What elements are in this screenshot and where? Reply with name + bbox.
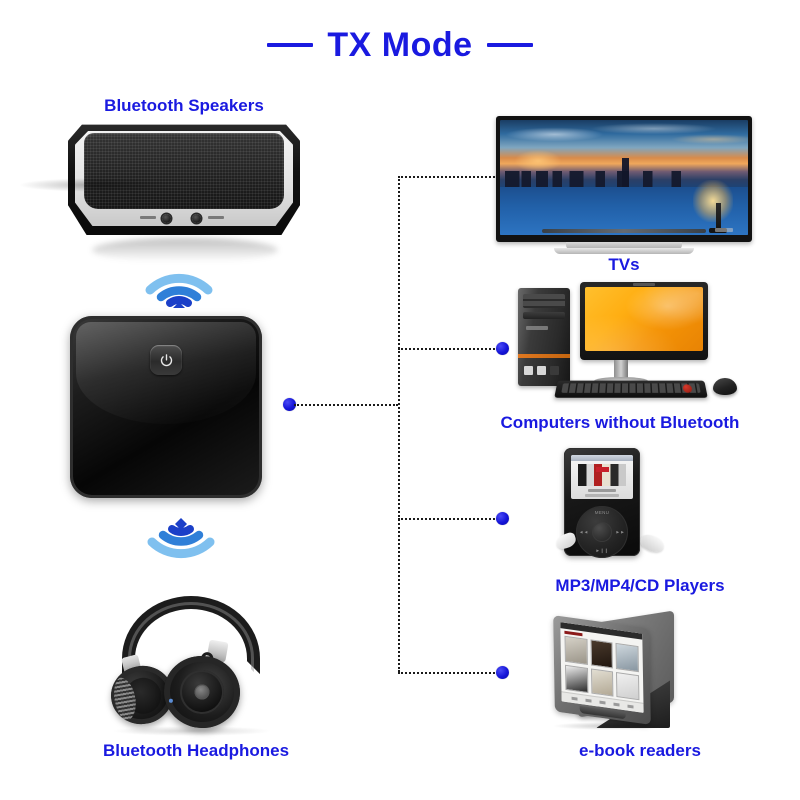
tv-screen-lamp-glow <box>693 179 734 222</box>
computer-tower-accent-stripe <box>518 354 570 358</box>
mp3-player-click-wheel[interactable]: MENU ◄◄ ►► ►❙❙ <box>576 506 628 558</box>
mp3-player-album-art <box>578 464 626 486</box>
tv-screen-watermark <box>715 228 734 232</box>
mp3-player-track-line-2 <box>584 494 620 497</box>
transmitter-device-image <box>70 316 262 498</box>
ebook-cover-5 <box>590 667 614 697</box>
tv-image <box>496 116 752 256</box>
ebook-cover-6 <box>616 671 640 701</box>
tv-stand-foot <box>554 248 694 254</box>
mp3-player-screen <box>571 455 633 499</box>
bluetooth-headphones-image <box>96 594 296 736</box>
computer-tower-drive-bays <box>523 294 565 308</box>
computer-tower-optical-drive <box>523 312 565 319</box>
tv-speaker-bar <box>542 229 706 233</box>
mp3-player-track-line-1 <box>588 489 616 492</box>
computer-tower <box>518 288 570 386</box>
transmitter-shadow <box>18 178 174 192</box>
power-button-icon[interactable] <box>150 345 182 376</box>
speaker-port-dc <box>192 214 201 223</box>
tv-screen <box>500 120 748 235</box>
desktop-computer-image <box>500 282 742 400</box>
connector-node-ebook <box>496 666 509 679</box>
connector-trunk-vertical <box>398 176 400 672</box>
connector-node-computers <box>496 342 509 355</box>
tv-screen-tower <box>621 157 629 187</box>
ebook-screen-book-grid <box>564 635 640 701</box>
mp3-player-album-title-band <box>595 467 610 472</box>
mp3-player-body: MENU ◄◄ ►► ►❙❙ <box>564 448 640 558</box>
computer-keyboard-accent <box>682 384 693 393</box>
computer-tower-logo <box>526 326 548 330</box>
computer-monitor-screen <box>585 287 703 351</box>
tv-screen-sunset <box>514 149 561 172</box>
ebook-cover-1 <box>564 635 588 665</box>
label-mp3-players: MP3/MP4/CD Players <box>555 576 725 595</box>
headphone-shadow <box>112 726 272 736</box>
computer-monitor-neck <box>614 360 628 380</box>
mp3-player-image: MENU ◄◄ ►► ►❙❙ <box>554 448 666 560</box>
mp3-wheel-next-label: ►► <box>615 529 625 535</box>
page-title: TX Mode <box>0 28 800 62</box>
transmitter-output-node <box>283 398 296 411</box>
computer-keyboard-keys <box>561 383 701 393</box>
tv-bezel <box>496 116 752 242</box>
speaker-port-label-left <box>140 216 156 219</box>
tv-screen-lamp-post <box>715 202 721 233</box>
computer-port-1 <box>524 366 533 375</box>
mp3-wheel-menu-label: MENU <box>594 510 610 515</box>
ebook-cover-4 <box>564 664 589 694</box>
connector-branch-computers <box>398 348 502 350</box>
mp3-wheel-prev-label: ◄◄ <box>579 529 589 535</box>
headphone-indicator-led <box>168 698 174 703</box>
computer-keyboard <box>554 380 708 398</box>
label-bluetooth-headphones: Bluetooth Headphones <box>102 741 290 760</box>
title-rule-left-icon <box>267 43 314 47</box>
connector-branch-mp3 <box>398 518 502 520</box>
label-ebook-readers: e-book readers <box>579 741 701 760</box>
connector-trunk-horizontal <box>294 404 398 406</box>
ebook-cover-3 <box>615 642 639 672</box>
ebook-shadow <box>552 722 672 730</box>
ebook-screen <box>560 622 644 713</box>
speaker-grille <box>84 133 284 209</box>
connector-branch-ebook <box>398 672 502 674</box>
computer-monitor <box>580 282 708 360</box>
tv-stand-neck <box>566 242 682 250</box>
wifi-signal-up-icon <box>144 258 214 308</box>
speaker-port-aux <box>162 214 171 223</box>
speaker-reflection <box>92 238 278 262</box>
ebook-reader-image <box>536 610 696 732</box>
mp3-player-select-button[interactable] <box>592 522 612 542</box>
speaker-port-label-right <box>208 216 224 219</box>
computer-tower-front-ports <box>524 366 559 375</box>
ebook-device <box>553 615 651 725</box>
connector-node-mp3 <box>496 512 509 525</box>
connector-branch-tvs <box>398 176 502 178</box>
mp3-player-statusbar <box>571 455 633 461</box>
mp3-player-earbud-right <box>638 532 666 555</box>
bluetooth-speaker-image <box>68 120 300 235</box>
label-tvs: TVs <box>608 255 640 274</box>
label-bluetooth-speakers: Bluetooth Speakers <box>104 96 264 115</box>
computer-mouse <box>713 378 737 395</box>
title-text: TX Mode <box>327 26 473 64</box>
label-computers: Computers without Bluetooth <box>500 413 740 432</box>
title-rule-right-icon <box>486 43 533 47</box>
computer-port-2 <box>537 366 546 375</box>
mp3-wheel-play-label: ►❙❙ <box>595 548 609 553</box>
computer-monitor-logo <box>633 283 655 286</box>
computer-port-3 <box>550 366 559 375</box>
wifi-signal-down-icon <box>146 516 216 574</box>
ebook-cover-2 <box>590 639 614 669</box>
